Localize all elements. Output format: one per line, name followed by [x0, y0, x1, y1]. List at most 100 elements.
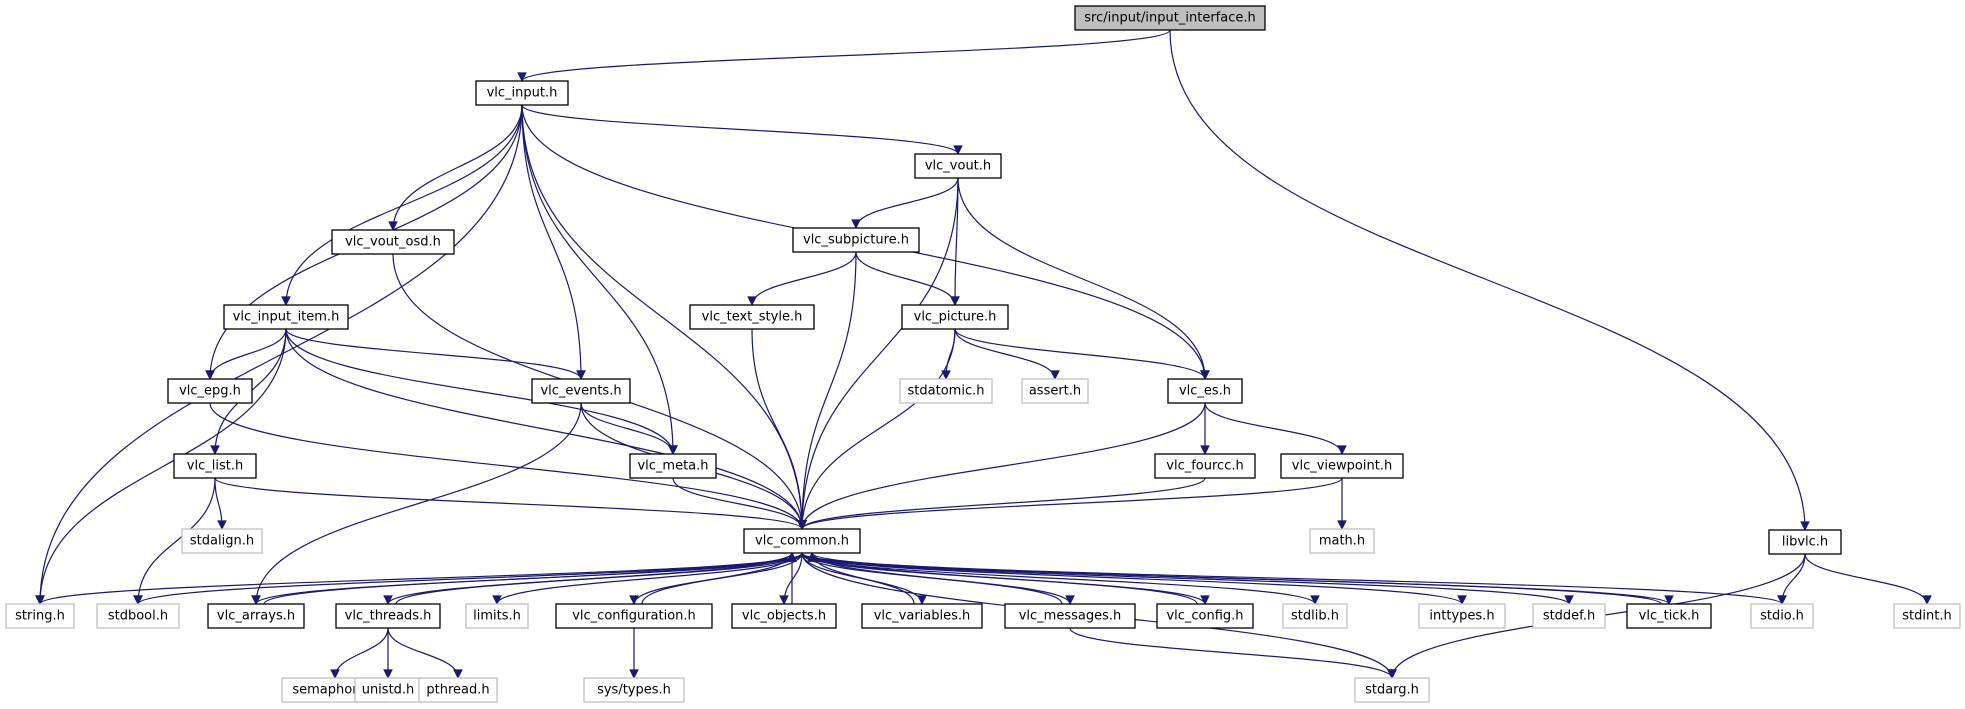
node-vlc-vout[interactable]: vlc_vout.h	[914, 153, 1002, 179]
node-box	[743, 528, 861, 554]
node-label: stdalign.h	[190, 534, 254, 549]
node-label: pthread.h	[426, 683, 489, 698]
node-label: vlc_viewpoint.h	[1292, 459, 1392, 474]
node-label: sys/types.h	[597, 683, 671, 698]
node-label: stdint.h	[1902, 609, 1951, 624]
node-box	[1156, 603, 1254, 629]
node-vlc-input-item[interactable]: vlc_input_item.h	[223, 304, 349, 330]
edge-vlc_list-to-stdbool	[133, 477, 216, 605]
edge-libvlc-to-stdint	[1804, 553, 1932, 605]
node-vlc-objects[interactable]: vlc_objects.h	[731, 603, 837, 629]
node-box	[1154, 453, 1256, 479]
node-pthread: pthread.h	[418, 677, 498, 703]
node-vlc-viewpoint[interactable]: vlc_viewpoint.h	[1280, 453, 1404, 479]
node-box	[629, 453, 717, 479]
node-box	[331, 229, 455, 255]
node-box	[555, 603, 713, 629]
node-box	[181, 528, 263, 554]
node-assert: assert.h	[1021, 378, 1089, 404]
node-input-interface: src/input/input_interface.h	[1074, 5, 1266, 31]
node-box	[901, 304, 1009, 330]
edge-vlc_es-to-vlc_viewpoint	[1204, 402, 1347, 455]
node-vlc-common[interactable]: vlc_common.h	[743, 528, 861, 554]
node-label: vlc_messages.h	[1019, 609, 1122, 624]
node-vlc-events[interactable]: vlc_events.h	[531, 378, 631, 404]
edge-input_interface-to-libvlc	[1169, 29, 1810, 531]
node-vlc-text-style[interactable]: vlc_text_style.h	[689, 304, 815, 330]
node-label: vlc_configuration.h	[572, 609, 696, 624]
node-box	[475, 80, 569, 106]
node-vlc-picture[interactable]: vlc_picture.h	[901, 304, 1009, 330]
node-stdio: stdio.h	[1750, 603, 1814, 629]
node-label: assert.h	[1029, 384, 1081, 399]
node-box	[583, 677, 685, 703]
node-vlc-list[interactable]: vlc_list.h	[173, 453, 257, 479]
edge-vlc_input_item-to-vlc_common	[285, 328, 807, 530]
edge-vlc_picture-to-vlc_es	[954, 328, 1210, 380]
edge-vlc_list-to-stdalign	[214, 477, 227, 530]
node-sys-types: sys/types.h	[583, 677, 685, 703]
node-label: vlc_text_style.h	[702, 310, 803, 325]
node-label: stdlib.h	[1291, 609, 1339, 624]
edge-vlc_threads-to-vlc_common	[395, 552, 797, 605]
node-box	[465, 603, 529, 629]
node-inttypes: inttypes.h	[1418, 603, 1506, 629]
node-box	[531, 378, 631, 404]
node-box	[335, 603, 441, 629]
node-vlc-input[interactable]: vlc_input.h	[475, 80, 569, 106]
node-box	[914, 153, 1002, 179]
edge-vlc_common-to-inttypes	[801, 552, 1467, 605]
node-vlc-epg[interactable]: vlc_epg.h	[167, 378, 253, 404]
node-box	[1021, 378, 1089, 404]
node-vlc-vout-osd[interactable]: vlc_vout_osd.h	[331, 229, 455, 255]
node-label: libvlc.h	[1782, 535, 1828, 550]
node-vlc-threads[interactable]: vlc_threads.h	[335, 603, 441, 629]
node-vlc-variables[interactable]: vlc_variables.h	[861, 603, 983, 629]
edge-libvlc-to-stdio	[1777, 553, 1806, 605]
edge-vlc_configuration-to-vlc_common	[641, 552, 797, 605]
edge-vlc_es-to-vlc_common	[797, 402, 1206, 530]
node-label: inttypes.h	[1429, 609, 1494, 624]
node-stddef: stddef.h	[1532, 603, 1606, 629]
node-box	[1418, 603, 1506, 629]
node-libvlc[interactable]: libvlc.h	[1768, 529, 1842, 555]
node-label: stdbool.h	[108, 609, 168, 624]
edge-vlc_picture-to-vlc_common	[797, 328, 956, 530]
node-box	[1354, 677, 1430, 703]
node-box	[5, 603, 75, 629]
edge-vlc_input-to-vlc_meta	[521, 104, 678, 455]
edge-vlc_epg-to-vlc_common	[209, 402, 807, 530]
node-label: string.h	[15, 609, 65, 624]
header-nodes: src/input/input_interface.h vlc_input.hli…	[5, 5, 1961, 703]
node-vlc-arrays[interactable]: vlc_arrays.h	[207, 603, 305, 629]
node-vlc-messages[interactable]: vlc_messages.h	[1004, 603, 1136, 629]
node-vlc-es[interactable]: vlc_es.h	[1167, 378, 1243, 404]
node-vlc-tick[interactable]: vlc_tick.h	[1626, 603, 1712, 629]
node-label: vlc_es.h	[1179, 384, 1231, 399]
edge-vlc_text_style-to-vlc_common	[751, 328, 807, 530]
node-label: vlc_config.h	[1166, 609, 1243, 624]
node-label: vlc_vout.h	[925, 159, 991, 174]
node-vlc-configuration[interactable]: vlc_configuration.h	[555, 603, 713, 629]
node-label: stdarg.h	[1365, 683, 1419, 698]
node-label: vlc_epg.h	[179, 384, 241, 399]
node-box	[223, 304, 349, 330]
edge-vlc_events-to-vlc_meta	[580, 402, 678, 455]
node-vlc-subpicture[interactable]: vlc_subpicture.h	[792, 227, 920, 253]
node-box	[1280, 453, 1404, 479]
node-label: vlc_threads.h	[345, 609, 432, 624]
edge-vlc_subpicture-to-vlc_common	[797, 251, 857, 530]
edge-vlc_arrays-to-vlc_common	[263, 552, 797, 605]
node-label: vlc_vout_osd.h	[345, 235, 441, 250]
node-box	[792, 227, 920, 253]
edge-vlc_list-to-vlc_common	[214, 477, 807, 530]
dependency-edges	[35, 29, 1932, 679]
node-vlc-fourcc[interactable]: vlc_fourcc.h	[1154, 453, 1256, 479]
edge-vlc_subpicture-to-vlc_text_style	[747, 251, 857, 306]
edge-vlc_messages-to-stdarg	[1069, 627, 1397, 679]
node-string: string.h	[5, 603, 75, 629]
edge-vlc_messages-to-vlc_common	[807, 552, 1063, 605]
node-box	[731, 603, 837, 629]
node-vlc-meta[interactable]: vlc_meta.h	[629, 453, 717, 479]
node-vlc-config[interactable]: vlc_config.h	[1156, 603, 1254, 629]
